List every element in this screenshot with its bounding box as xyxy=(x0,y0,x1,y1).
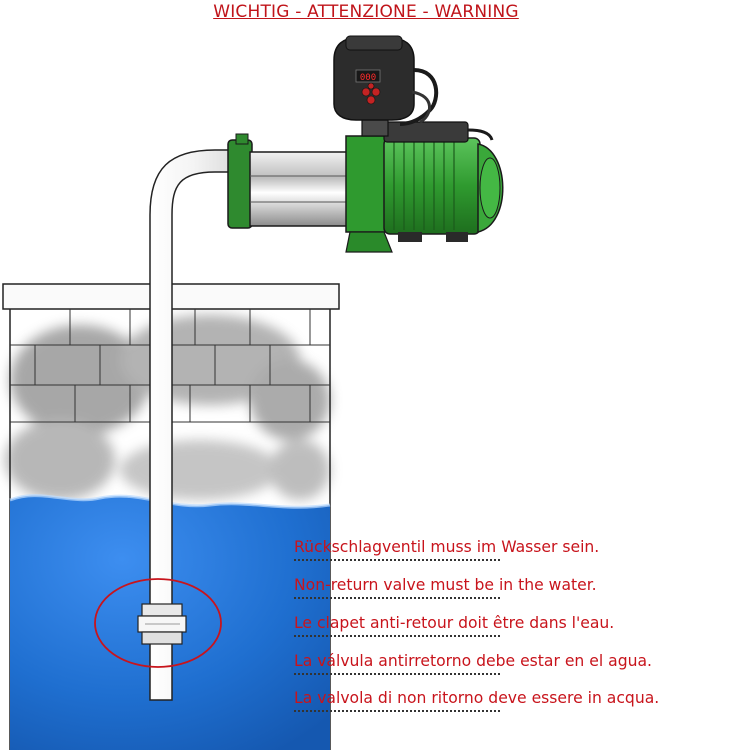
dotted-divider xyxy=(294,559,500,561)
dotted-divider xyxy=(294,710,500,712)
non-return-valve xyxy=(137,603,187,645)
warning-text-en: Non-return valve must be in the water. xyxy=(294,575,597,599)
valve-highlight-circle xyxy=(94,578,222,668)
warning-text-it: La valvola di non ritorno deve essere in… xyxy=(294,688,659,712)
pump xyxy=(227,121,504,253)
warning-text-es: La válvula antirretorno debe estar en el… xyxy=(294,651,652,675)
dotted-divider xyxy=(294,635,500,637)
warning-title: WICHTIG - ATTENZIONE - WARNING xyxy=(213,2,519,22)
warning-text-de: Rückschlagventil muss im Wasser sein. xyxy=(294,537,599,561)
controller-display: 000 xyxy=(360,73,376,83)
pressure-controller: 000 xyxy=(333,35,494,141)
warning-text-fr: Le clapet anti-retour doit être dans l'e… xyxy=(294,613,614,637)
dotted-divider xyxy=(294,597,500,599)
dotted-divider xyxy=(294,673,500,675)
